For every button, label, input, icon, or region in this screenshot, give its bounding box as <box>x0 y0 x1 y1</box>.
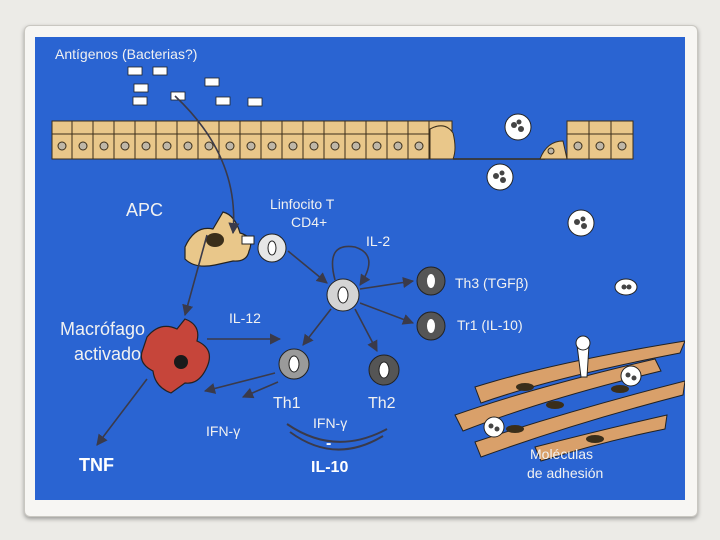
macrophage-label-line1: Macrófago <box>60 320 145 338</box>
lymphocyte-label-line1: Linfocito T <box>270 197 334 211</box>
tr1-label: Tr1 (IL-10) <box>457 318 523 332</box>
lymphocyte-label-line2: CD4+ <box>291 215 327 229</box>
smooth-muscle-cells <box>455 336 685 461</box>
ifn-gamma-right-label: IFN-γ <box>313 416 347 430</box>
tr1-cell <box>417 312 445 340</box>
ifn-gamma-left-label: IFN-γ <box>206 424 240 438</box>
il10-label: IL-10 <box>311 460 348 476</box>
th1-cell <box>279 349 309 379</box>
il2-label: IL-2 <box>366 234 390 248</box>
il12-label: IL-12 <box>229 311 261 325</box>
antigens-label: Antígenos (Bacterias?) <box>55 47 197 61</box>
adhesion-label-line1: Moléculas <box>530 447 593 461</box>
th1-label: Th1 <box>273 396 301 412</box>
inhibition-sign: - <box>326 436 331 452</box>
cd4-t-cell <box>258 234 286 262</box>
th2-cell <box>369 355 399 385</box>
tnf-label: TNF <box>79 456 114 474</box>
macrophage-label-line2: activado <box>74 345 141 363</box>
th3-label: Th3 (TGFβ) <box>455 276 528 290</box>
th3-cell <box>417 267 445 295</box>
immune-pathway-diagram <box>35 37 685 500</box>
activated-t-cell <box>327 279 359 311</box>
apc-label: APC <box>126 201 163 219</box>
antigen-particles <box>128 67 262 106</box>
activated-macrophage <box>141 319 209 393</box>
epithelial-layer <box>52 121 633 159</box>
adhesion-label-line2: de adhesión <box>527 466 603 480</box>
th2-label: Th2 <box>368 396 396 412</box>
